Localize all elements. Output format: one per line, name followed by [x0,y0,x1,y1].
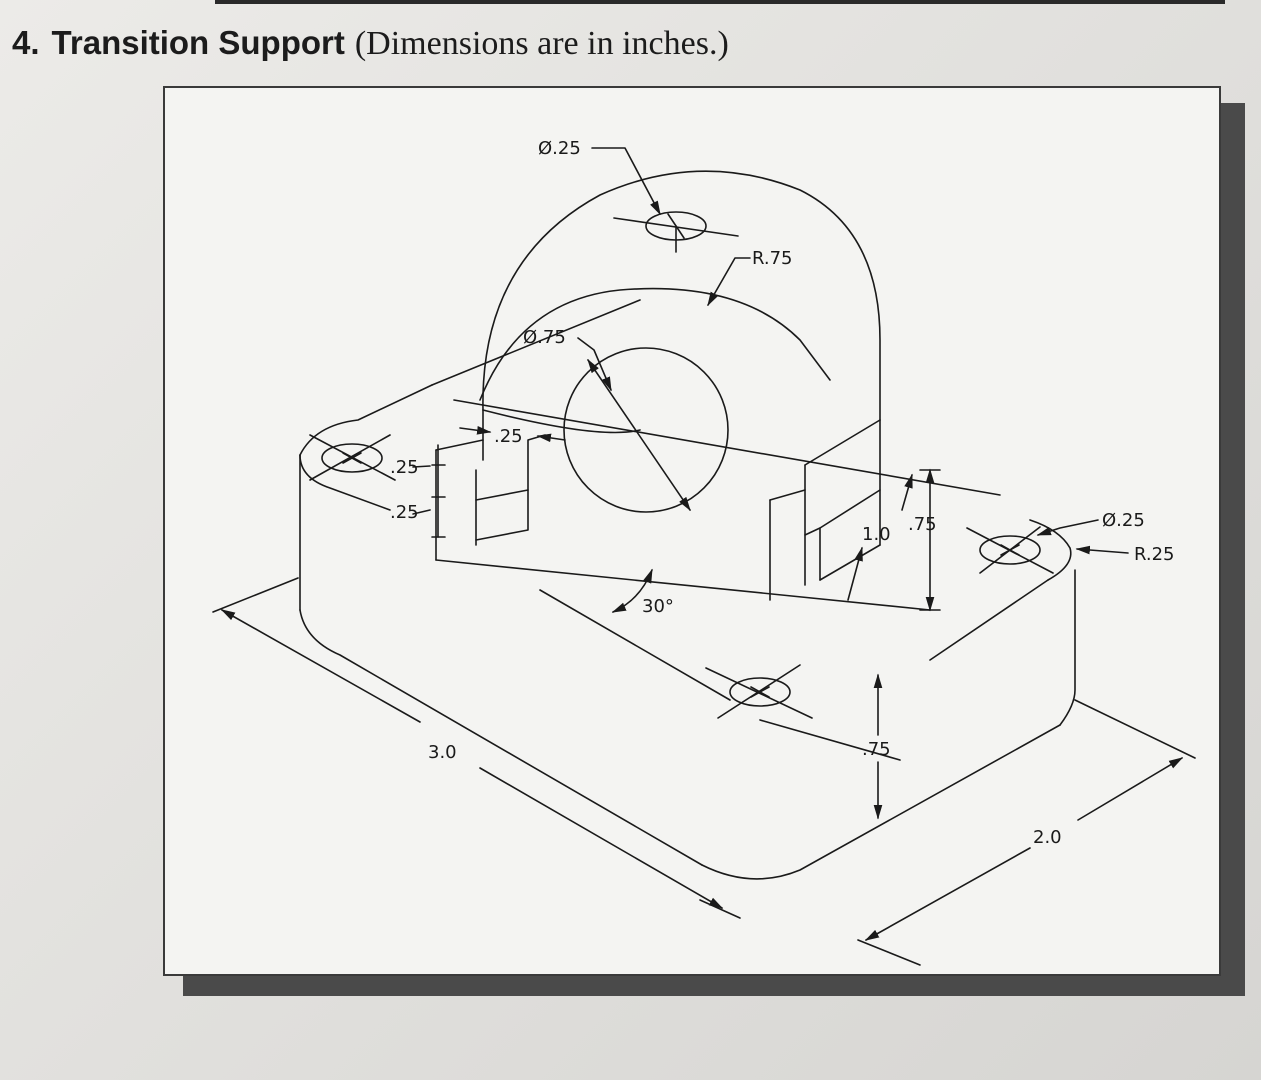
base-hole-left [309,434,396,481]
dim-height-upright: 1.0 [862,524,891,545]
dim-bore-dia: Ø.75 [523,327,566,348]
dim-slot-width: .25 [494,426,523,447]
dim-angle: 30° [642,596,674,617]
dim-slot-top: .25 [390,457,419,478]
dim-hole-dia-right: Ø.25 [1102,510,1145,531]
dim-height-step: .75 [908,514,937,535]
top-edge-bar [215,0,1225,4]
dim-width: 2.0 [1033,827,1062,848]
dim-base-height: .75 [862,739,891,760]
dimension-lines [212,147,1196,966]
bore-hole [479,287,831,513]
exercise-heading: 4. Transition Support(Dimensions are in i… [12,24,729,63]
dim-corner-radius: R.25 [1134,544,1175,565]
exercise-title: Transition Support [51,24,345,61]
base-hole-right [966,526,1054,574]
exercise-number: 4. [12,24,40,61]
units-note: (Dimensions are in inches.) [354,25,729,62]
bore-diameter-line [587,358,691,512]
dim-length: 3.0 [428,742,457,763]
top-small-hole [613,211,739,253]
base-block [299,299,1076,880]
dim-arc-radius: R.75 [752,248,793,269]
dim-slot-depth: .25 [390,502,419,523]
upright-support [435,170,881,601]
dim-hole-dia-top: Ø.25 [538,138,581,159]
base-hole-front [705,664,813,719]
